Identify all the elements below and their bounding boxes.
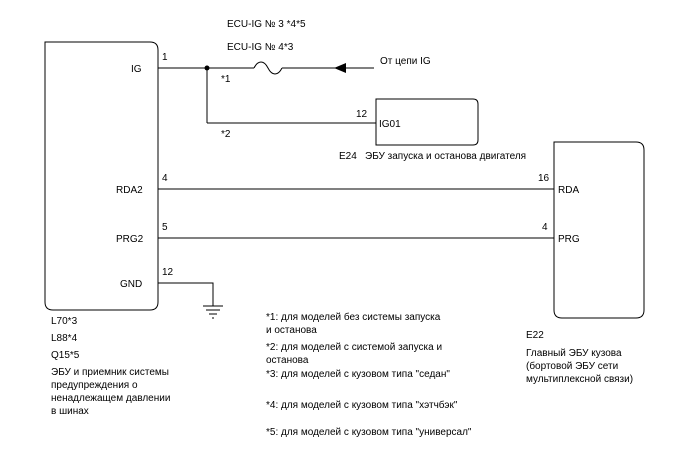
tpms-code-3: Q15*5: [51, 350, 80, 361]
tpms-desc-2: предупреждения о: [51, 380, 138, 391]
note-3: *3: для моделей с кузовом типа "седан": [266, 369, 450, 380]
tpms-desc-3: ненадлежащем давлении: [51, 393, 170, 404]
note-5: *5: для моделей с кузовом типа "универса…: [266, 427, 472, 438]
pin-gnd-number: 12: [162, 267, 174, 278]
gnd-wire: [158, 282, 214, 306]
body-pin-rda-name: RDA: [558, 185, 579, 196]
body-desc-2: (бортовой ЭБУ сети: [526, 360, 618, 372]
engine-code: E24: [339, 151, 357, 162]
ig-source-arrow: [334, 63, 346, 73]
body-pin-prg-name: PRG: [558, 234, 580, 245]
note-1-line-1: *1: для моделей без системы запуска: [266, 311, 441, 323]
ig-source-label: От цепи IG: [380, 56, 431, 67]
note-4: *4: для моделей с кузовом типа "хэтчбэк": [266, 399, 458, 411]
pin-rda2-name: RDA2: [116, 185, 143, 196]
fuse-label-1: ECU-IG № 3 *4*5: [227, 19, 306, 30]
tpms-desc-1: ЭБУ и приемник системы: [51, 367, 169, 378]
engine-pin-name: IG01: [379, 119, 401, 130]
pin-ig-name: IG: [131, 64, 142, 75]
engine-ecu-box: [375, 98, 479, 146]
engine-description: ЭБУ запуска и останова двигателя: [365, 151, 526, 162]
body-pin-rda-number: 16: [538, 173, 550, 184]
ground-icon: [203, 305, 223, 319]
branch-mark-2: *2: [221, 129, 231, 140]
fuse-symbol: [253, 61, 283, 75]
tpms-ecu-box: [44, 41, 159, 311]
pin-ig-number: 1: [162, 52, 168, 63]
body-desc-3: мультиплексной связи): [526, 374, 633, 385]
pin-prg2-name: PRG2: [116, 234, 144, 245]
body-ecu-box: [553, 141, 645, 319]
note-1-line-2: и останова: [266, 325, 317, 336]
pin-gnd-name: GND: [120, 279, 142, 290]
pin-rda2-number: 4: [162, 173, 168, 184]
fuse-label-2: ECU-IG № 4*3: [227, 42, 294, 53]
branch-mark-1: *1: [221, 74, 231, 85]
tpms-code-2: L88*4: [51, 333, 78, 344]
note-2-line-1: *2: для моделей с системой запуска и: [266, 342, 442, 353]
note-2-line-2: останова: [266, 355, 309, 366]
tpms-desc-4: в шинах: [51, 406, 89, 417]
pin-prg2-number: 5: [162, 222, 168, 233]
body-desc-1: Главный ЭБУ кузова: [526, 348, 622, 359]
body-pin-prg-number: 4: [542, 222, 548, 233]
tpms-code-1: L70*3: [51, 316, 78, 327]
body-code: E22: [526, 330, 544, 341]
engine-pin-number: 12: [356, 109, 368, 120]
